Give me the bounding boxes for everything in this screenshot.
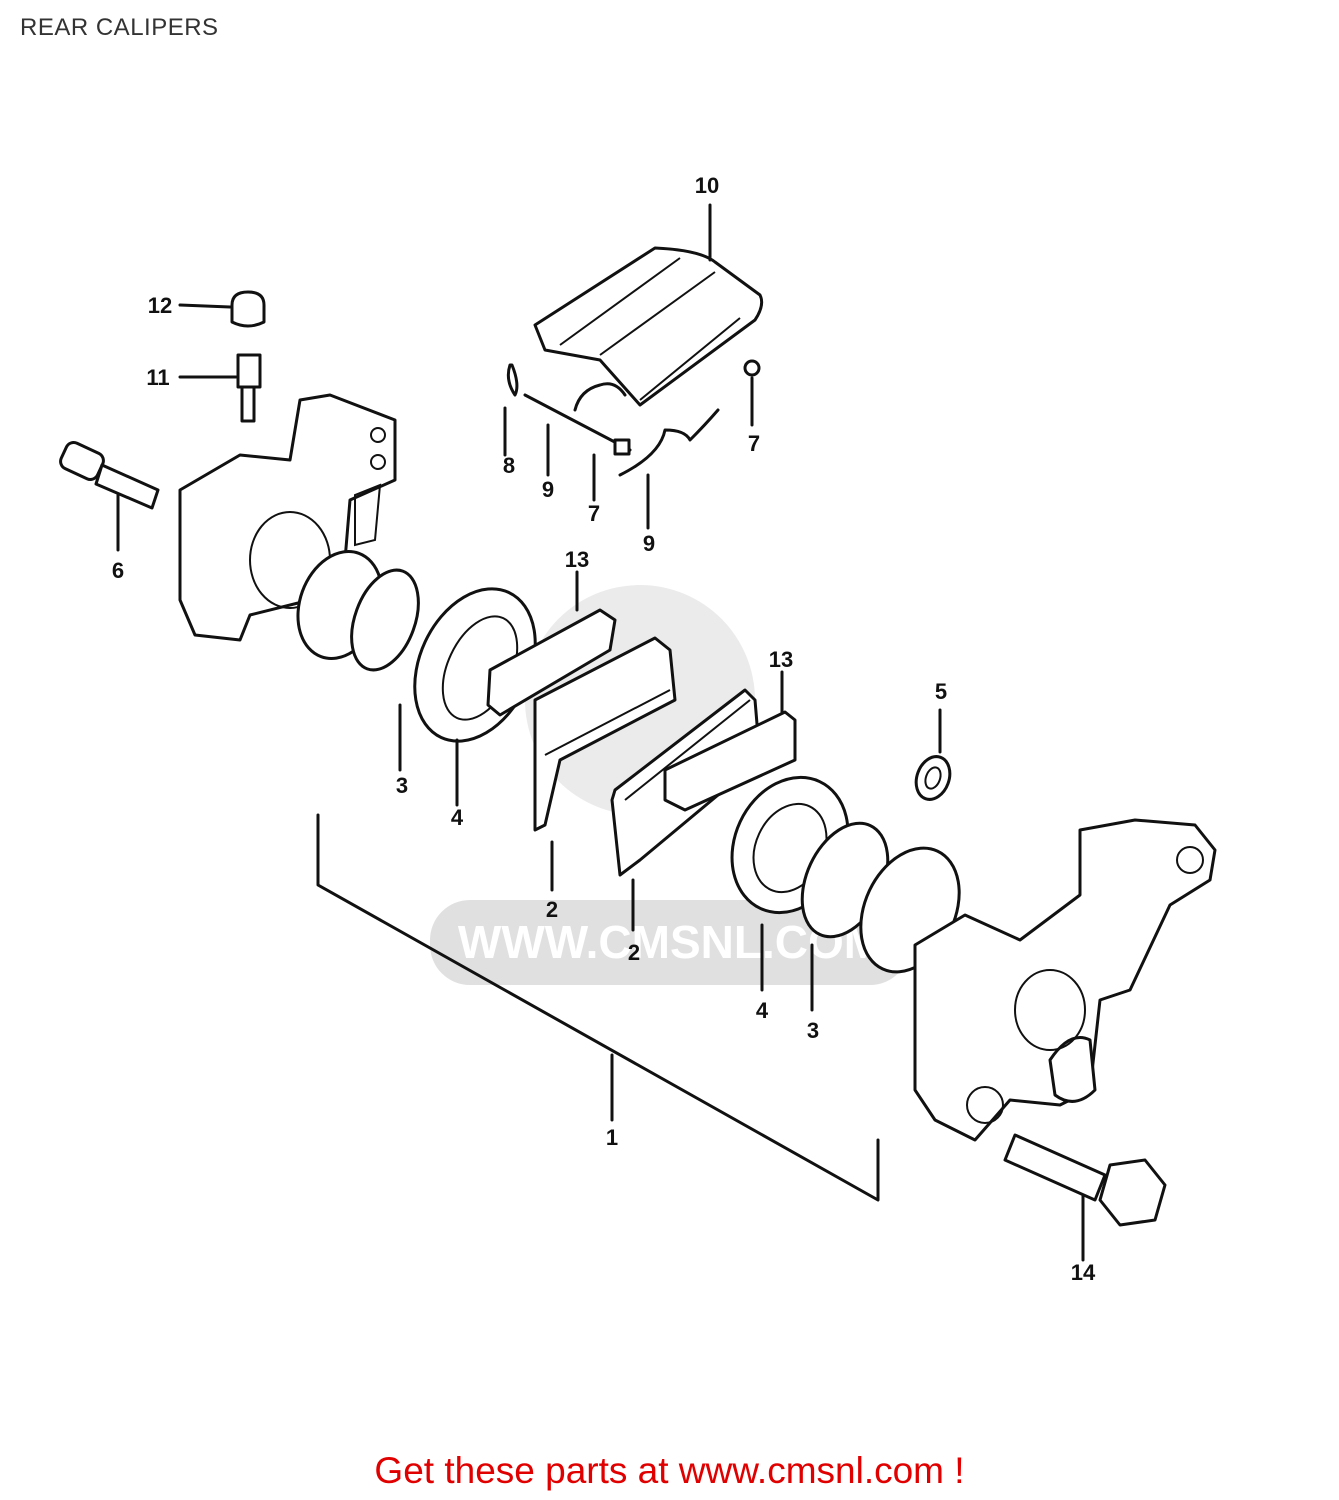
pad-pin-and-clips bbox=[503, 359, 761, 530]
callout-2-right: 2 bbox=[628, 940, 640, 965]
callout-1: 1 bbox=[606, 1125, 618, 1150]
bleeder-cap-part bbox=[178, 290, 266, 328]
callout-7-right: 7 bbox=[748, 431, 760, 456]
callout-6: 6 bbox=[112, 558, 124, 583]
mounting-bolt-part bbox=[1003, 1133, 1167, 1262]
callout-8: 8 bbox=[503, 453, 515, 478]
callout-5: 5 bbox=[935, 679, 947, 704]
callout-10: 10 bbox=[695, 173, 719, 198]
washer-part bbox=[914, 708, 952, 801]
callout-13-right: 13 bbox=[769, 647, 793, 672]
callout-11: 11 bbox=[146, 365, 169, 390]
callout-4-right: 4 bbox=[756, 998, 769, 1023]
page-title: REAR CALIPERS bbox=[20, 14, 219, 41]
right-caliper-body bbox=[913, 818, 1217, 1142]
callout-3-left: 3 bbox=[396, 773, 408, 798]
callout-9-upper: 9 bbox=[542, 477, 554, 502]
left-shim-part bbox=[486, 570, 617, 717]
callout-3-right: 3 bbox=[807, 1018, 819, 1043]
pin-bolt-part bbox=[59, 440, 160, 552]
right-shim-part bbox=[663, 670, 797, 812]
exploded-parts-diagram: WWW.CMSNL.COM bbox=[59, 173, 1217, 1285]
callout-12: 12 bbox=[148, 293, 172, 318]
callout-2-left: 2 bbox=[546, 897, 558, 922]
assembly-bracket bbox=[316, 813, 880, 1202]
callout-14: 14 bbox=[1071, 1260, 1096, 1285]
left-brake-pad-part bbox=[533, 636, 677, 892]
callout-4-left: 4 bbox=[451, 805, 464, 830]
callout-7-left: 7 bbox=[588, 501, 600, 526]
get-parts-link[interactable]: Get these parts at www.cmsnl.com ! bbox=[374, 1450, 965, 1491]
callout-13-left: 13 bbox=[565, 547, 589, 572]
pad-cover-part bbox=[533, 203, 764, 407]
callout-labels: 10 12 11 6 8 9 7 9 7 13 13 5 3 4 2 2 4 3… bbox=[112, 173, 1096, 1285]
callout-9-lower: 9 bbox=[643, 531, 655, 556]
left-piston-part bbox=[296, 550, 420, 772]
bleeder-valve-part bbox=[178, 353, 262, 423]
